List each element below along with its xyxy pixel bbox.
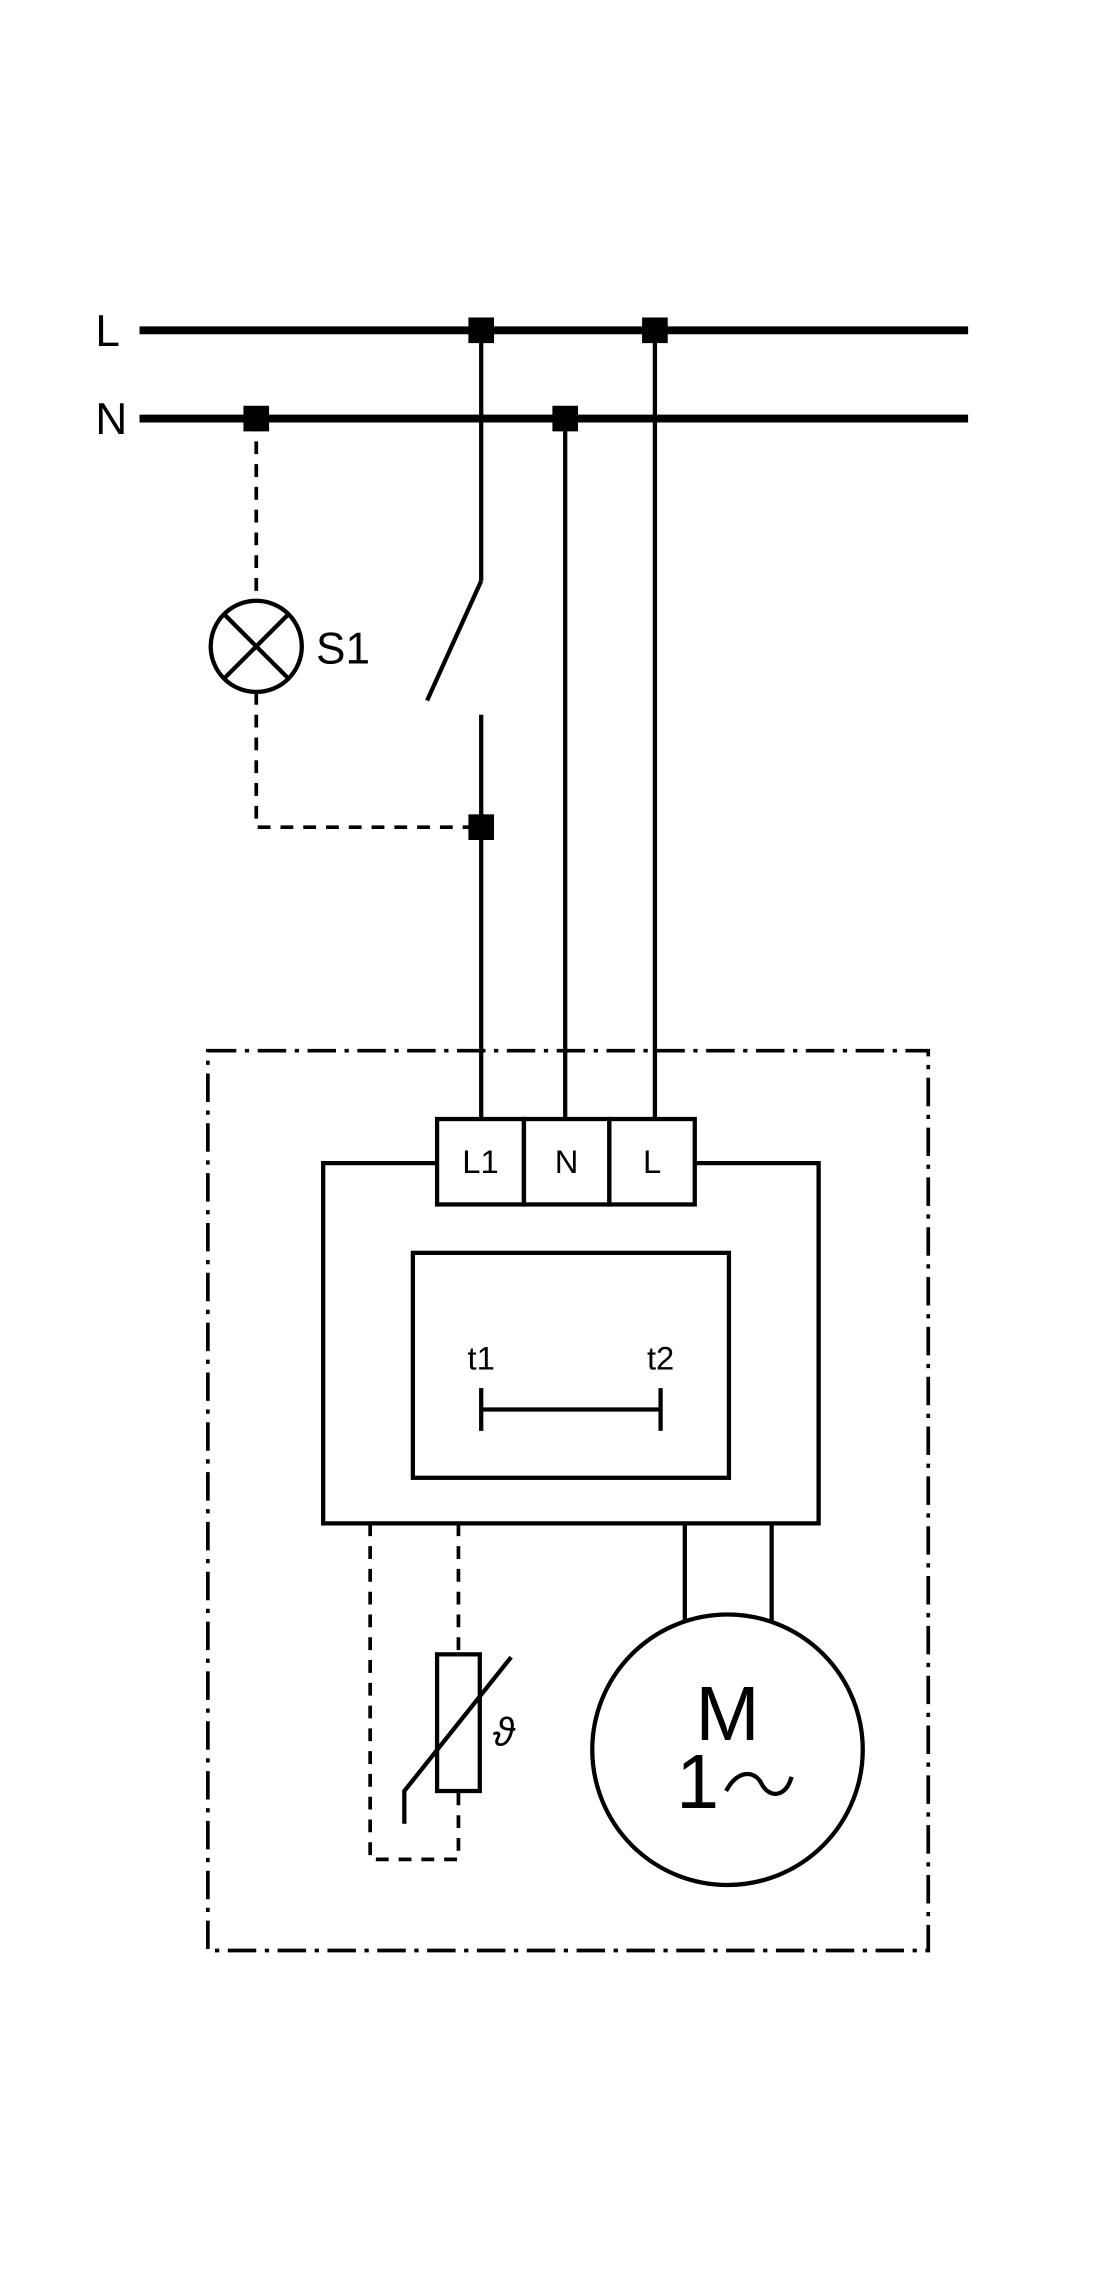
lamp-label: S1 (316, 624, 370, 673)
ac-wave-icon (724, 1771, 794, 1796)
lamp-cross-b (222, 612, 290, 681)
switch-blade (425, 579, 484, 702)
sensor-variable-arrow (402, 1655, 513, 1824)
line-bus-label: L (95, 307, 120, 356)
timer-end-label: t2 (647, 1340, 674, 1377)
timer-display (410, 1250, 732, 1480)
junction-node (552, 405, 579, 432)
temperature-sensor-icon (434, 1652, 482, 1794)
terminal-n-label: N (555, 1143, 579, 1180)
junction-node (243, 405, 270, 432)
junction-node (642, 317, 668, 344)
device-enclosure (206, 1048, 931, 1953)
controller-housing (321, 1161, 821, 1526)
motor-icon (590, 1612, 865, 1888)
motor-phase-label: 1 (676, 1739, 719, 1825)
motor-label: M (695, 1671, 759, 1757)
terminal-l (607, 1116, 697, 1207)
lamp-lower-wire (254, 691, 482, 830)
timer-start-label: t1 (468, 1340, 495, 1377)
neutral-bus-label: N (95, 395, 127, 444)
terminal-l-label: L (643, 1143, 661, 1180)
junction-node (468, 814, 495, 840)
sensor-symbol: ϑ (493, 1710, 516, 1754)
sensor-loop-wire (368, 1523, 461, 1862)
junction-node (468, 317, 495, 344)
terminal-l1-label: L1 (462, 1143, 498, 1180)
